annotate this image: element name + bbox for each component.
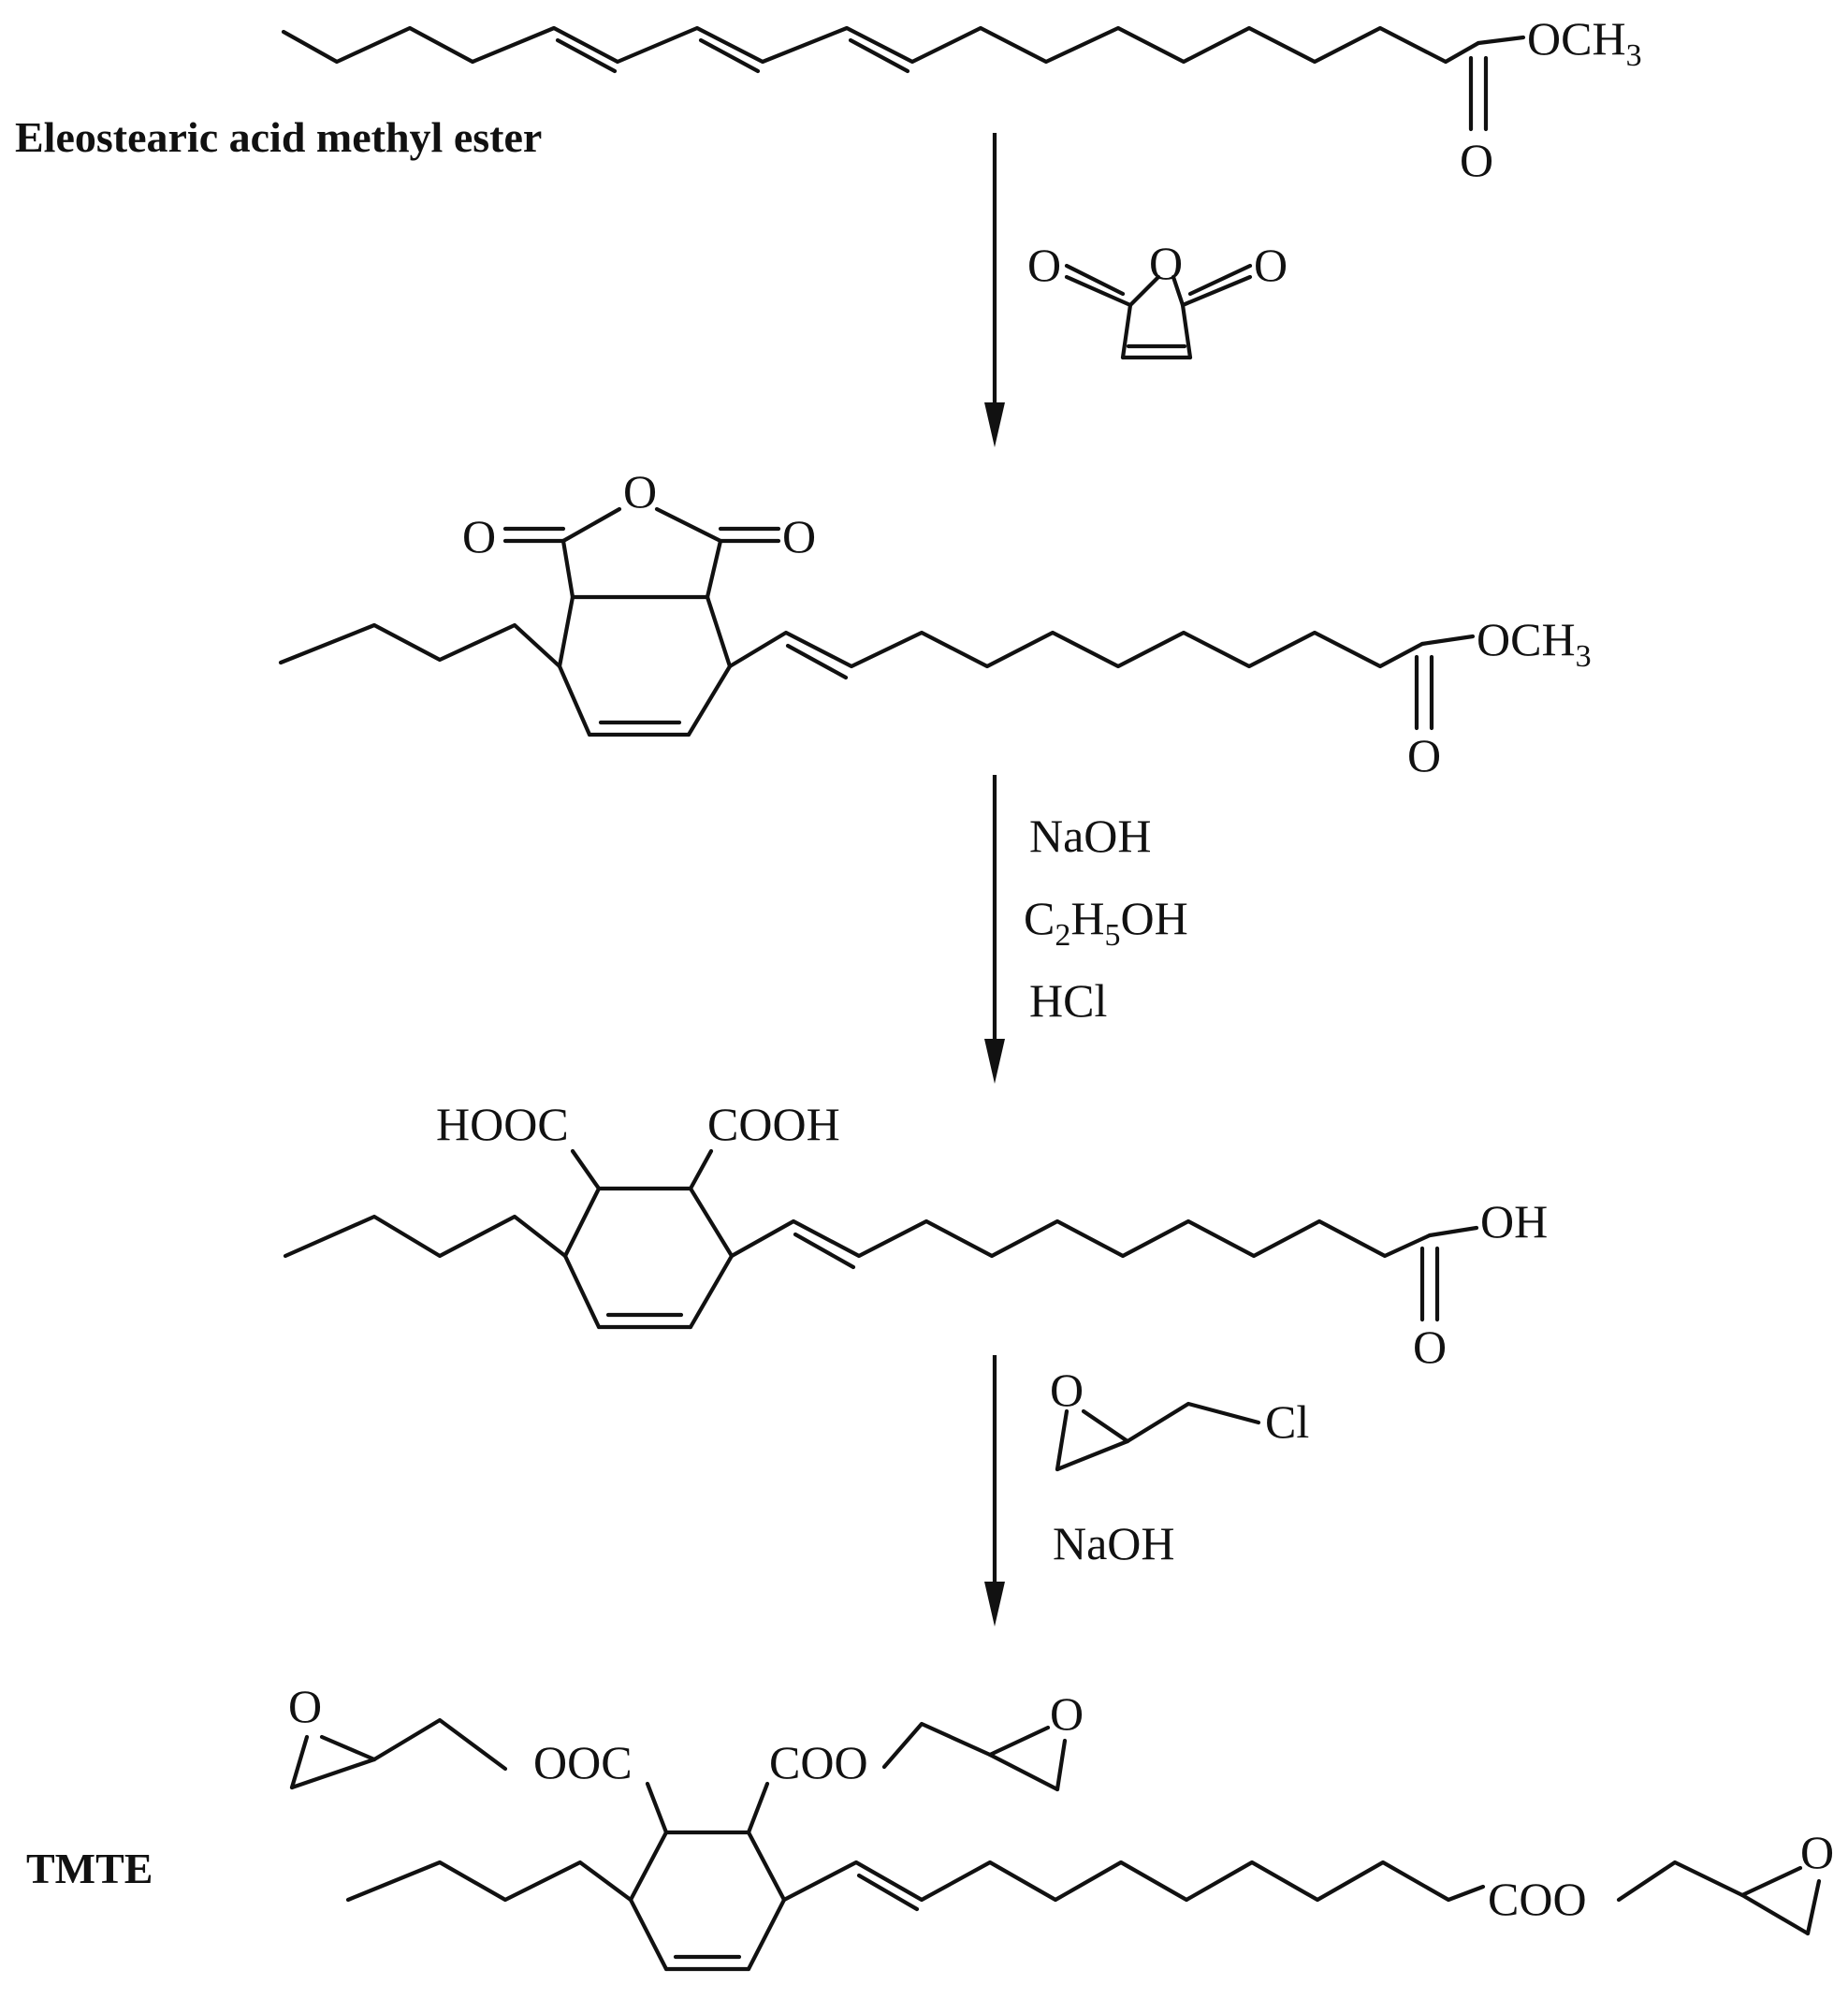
epoxide-bond-c2-o [1081,1408,1130,1444]
ring-bond-upper-right [705,594,733,669]
start-label: Eleostearic acid methyl ester [15,113,542,161]
oh-group: OH [1480,1195,1548,1248]
chain-backbone [281,25,1481,65]
epoxide-end-bond-1 [1739,1892,1811,1936]
acid-side-chain [729,1218,1433,1259]
epoxide-right-bond-2 [1055,1738,1068,1792]
anhydride-bond-3 [560,538,575,600]
epoxide-left-bond-2 [289,1757,377,1790]
ring-bond-c-c1 [1120,302,1133,360]
ring-bond-lower-right [686,664,733,737]
epoxide-bond-c1-c2 [1055,1438,1130,1472]
ring-bond-lower-right [688,1253,735,1330]
chloromethyl-chain [1125,1401,1261,1444]
exo-carbonyl-left-a [1064,274,1133,308]
reaction-arrow-1 [984,133,1005,447]
exo-carbonyl-right-a [1180,274,1253,308]
carbonyl-oxygen: O [1413,1321,1447,1373]
glycidyl-right-chain [881,1721,993,1770]
epoxide-right-bond-1 [987,1752,1060,1792]
side-chain-double-bond [856,1873,920,1912]
ring-bond-lower-left [557,664,592,737]
structure-eleostearic-methyl-ester: OCH3 O [281,12,1642,186]
epoxide-left-oxygen: O [288,1680,322,1732]
double-bond-3 [848,37,910,74]
ester-bond-left [645,1781,669,1835]
epoxide-end-bond-2 [1805,1878,1822,1936]
reagent-ethanol: C2H5OH [1024,892,1188,953]
ring-bond-o-c [1128,274,1161,308]
epoxide-end-oxygen: O [1800,1826,1834,1878]
carbonyl-oxygen: O [1407,729,1441,781]
structure-tmte: O OOC COO O COO O [288,1680,1834,1972]
side-chain-double-bond [785,643,849,680]
exo-carbonyl-right-b [1187,263,1253,297]
anhydride-bond-4 [705,538,723,600]
ring-bond-upper-left [557,594,575,669]
coo-group-2: COO [1488,1873,1587,1925]
epoxide-end-bond-3 [1739,1865,1803,1898]
ring-bond-upper-right [688,1186,735,1259]
reaction-arrow-2 [984,775,1005,1084]
oxygen-left: O [1027,239,1061,291]
structure-tricarboxylic-acid: HOOC COOH OH O [283,1098,1548,1373]
epoxide-left-bond-3 [319,1734,377,1762]
reagent-hcl: HCl [1029,974,1107,1027]
oxygen-ring: O [1149,237,1183,289]
ooc-group: OOC [533,1736,633,1788]
epoxide-oxygen: O [1050,1364,1084,1416]
structure-diels-alder-adduct: O O O OCH3 O [278,465,1592,781]
ring-bond-lower-left [628,1897,669,1972]
och3-group: OCH3 [1477,613,1592,674]
epoxide-bond-o-c1 [1055,1408,1070,1472]
reagent-naoh: NaOH [1029,810,1152,862]
oxygen-right: O [782,510,816,562]
epoxide-left-bond-1 [289,1734,310,1790]
ester-side-chain [727,630,1425,669]
ester-c-o-bond [1419,634,1476,647]
cooh-bond-left [570,1148,602,1191]
carbonyl-oxygen: O [1460,134,1493,186]
ring-bond-upper-left [562,1186,602,1259]
chlorine: Cl [1265,1395,1309,1448]
exo-carbonyl-left-b [1064,263,1126,297]
ester-c-o-bond [1476,35,1526,46]
maleic-anhydride: O O O [1027,237,1288,360]
product-label: TMTE [26,1845,153,1892]
butyl-chain [345,1860,633,1903]
double-bond-1 [555,37,618,74]
ring-bond-c-o [1171,274,1186,308]
side-chain-double-bond [793,1232,856,1270]
ester-bond-right [746,1781,770,1835]
butyl-chain [278,622,562,669]
oxygen-ring: O [623,465,657,518]
acid-c-o-bond [1427,1225,1479,1238]
ester-side-chain [781,1860,1486,1903]
ring-bond-lower-left [562,1253,602,1330]
oxygen-right: O [1254,239,1288,291]
epichlorohydrin: O Cl [1050,1364,1309,1472]
cooh-bond-right [688,1148,714,1191]
glycidyl-left-chain [371,1717,508,1772]
butyl-chain [283,1214,568,1259]
cooh-group: COOH [707,1098,840,1150]
reaction-arrow-3 [984,1355,1005,1627]
hooc-group: HOOC [436,1098,569,1150]
ring-bond-c-c2 [1180,302,1193,360]
reagent-naoh-2: NaOH [1053,1517,1175,1569]
och3-group: OCH3 [1527,12,1642,73]
anhydride-bond-2 [654,506,723,544]
coo-group-1: COO [769,1736,868,1788]
ring-bond-upper-left [628,1830,669,1903]
oxygen-left: O [462,510,496,562]
anhydride-bond-1 [560,506,622,544]
glycidyl-end-chain [1616,1860,1745,1903]
double-bond-2 [698,37,761,74]
epoxide-right-oxygen: O [1050,1687,1084,1740]
ring-bond-lower-right [746,1897,787,1972]
ring-bond-upper-right [746,1830,787,1903]
epoxide-right-bond-3 [987,1725,1051,1758]
